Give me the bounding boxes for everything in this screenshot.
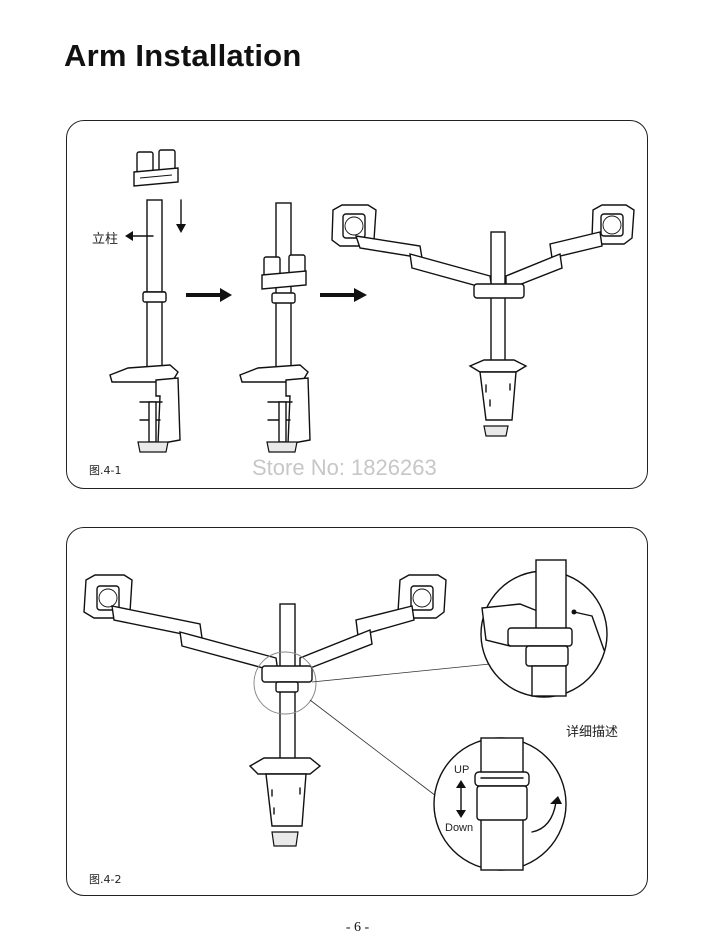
step3-dual-arm [331, 204, 635, 437]
down-arrow-icon [176, 199, 186, 233]
page-title: Arm Installation [64, 38, 302, 73]
detail-magnified-adjust [433, 737, 567, 871]
detail-magnified-collar [480, 559, 608, 698]
down-label: Down [445, 822, 474, 834]
step2-clamp-post [239, 202, 311, 453]
right-arrow-icon [186, 288, 232, 302]
figure-4-2-label: 图.4-2 [89, 873, 122, 886]
post-label: 立柱 [92, 232, 119, 247]
step1-clamp-post [109, 149, 181, 453]
store-watermark: Store No: 1826263 [252, 455, 437, 480]
up-down-arrow-icon [456, 780, 466, 818]
page-number: - 6 - [345, 920, 370, 935]
rotate-arrow-icon [531, 796, 562, 833]
detail-label: 详细描述 [566, 725, 619, 740]
up-label: UP [454, 764, 470, 776]
right-arrow-icon [320, 288, 367, 302]
left-arrow-icon [125, 231, 154, 241]
figure-4-1-label: 图.4-1 [89, 464, 122, 477]
dual-arm-assembly [83, 574, 447, 847]
